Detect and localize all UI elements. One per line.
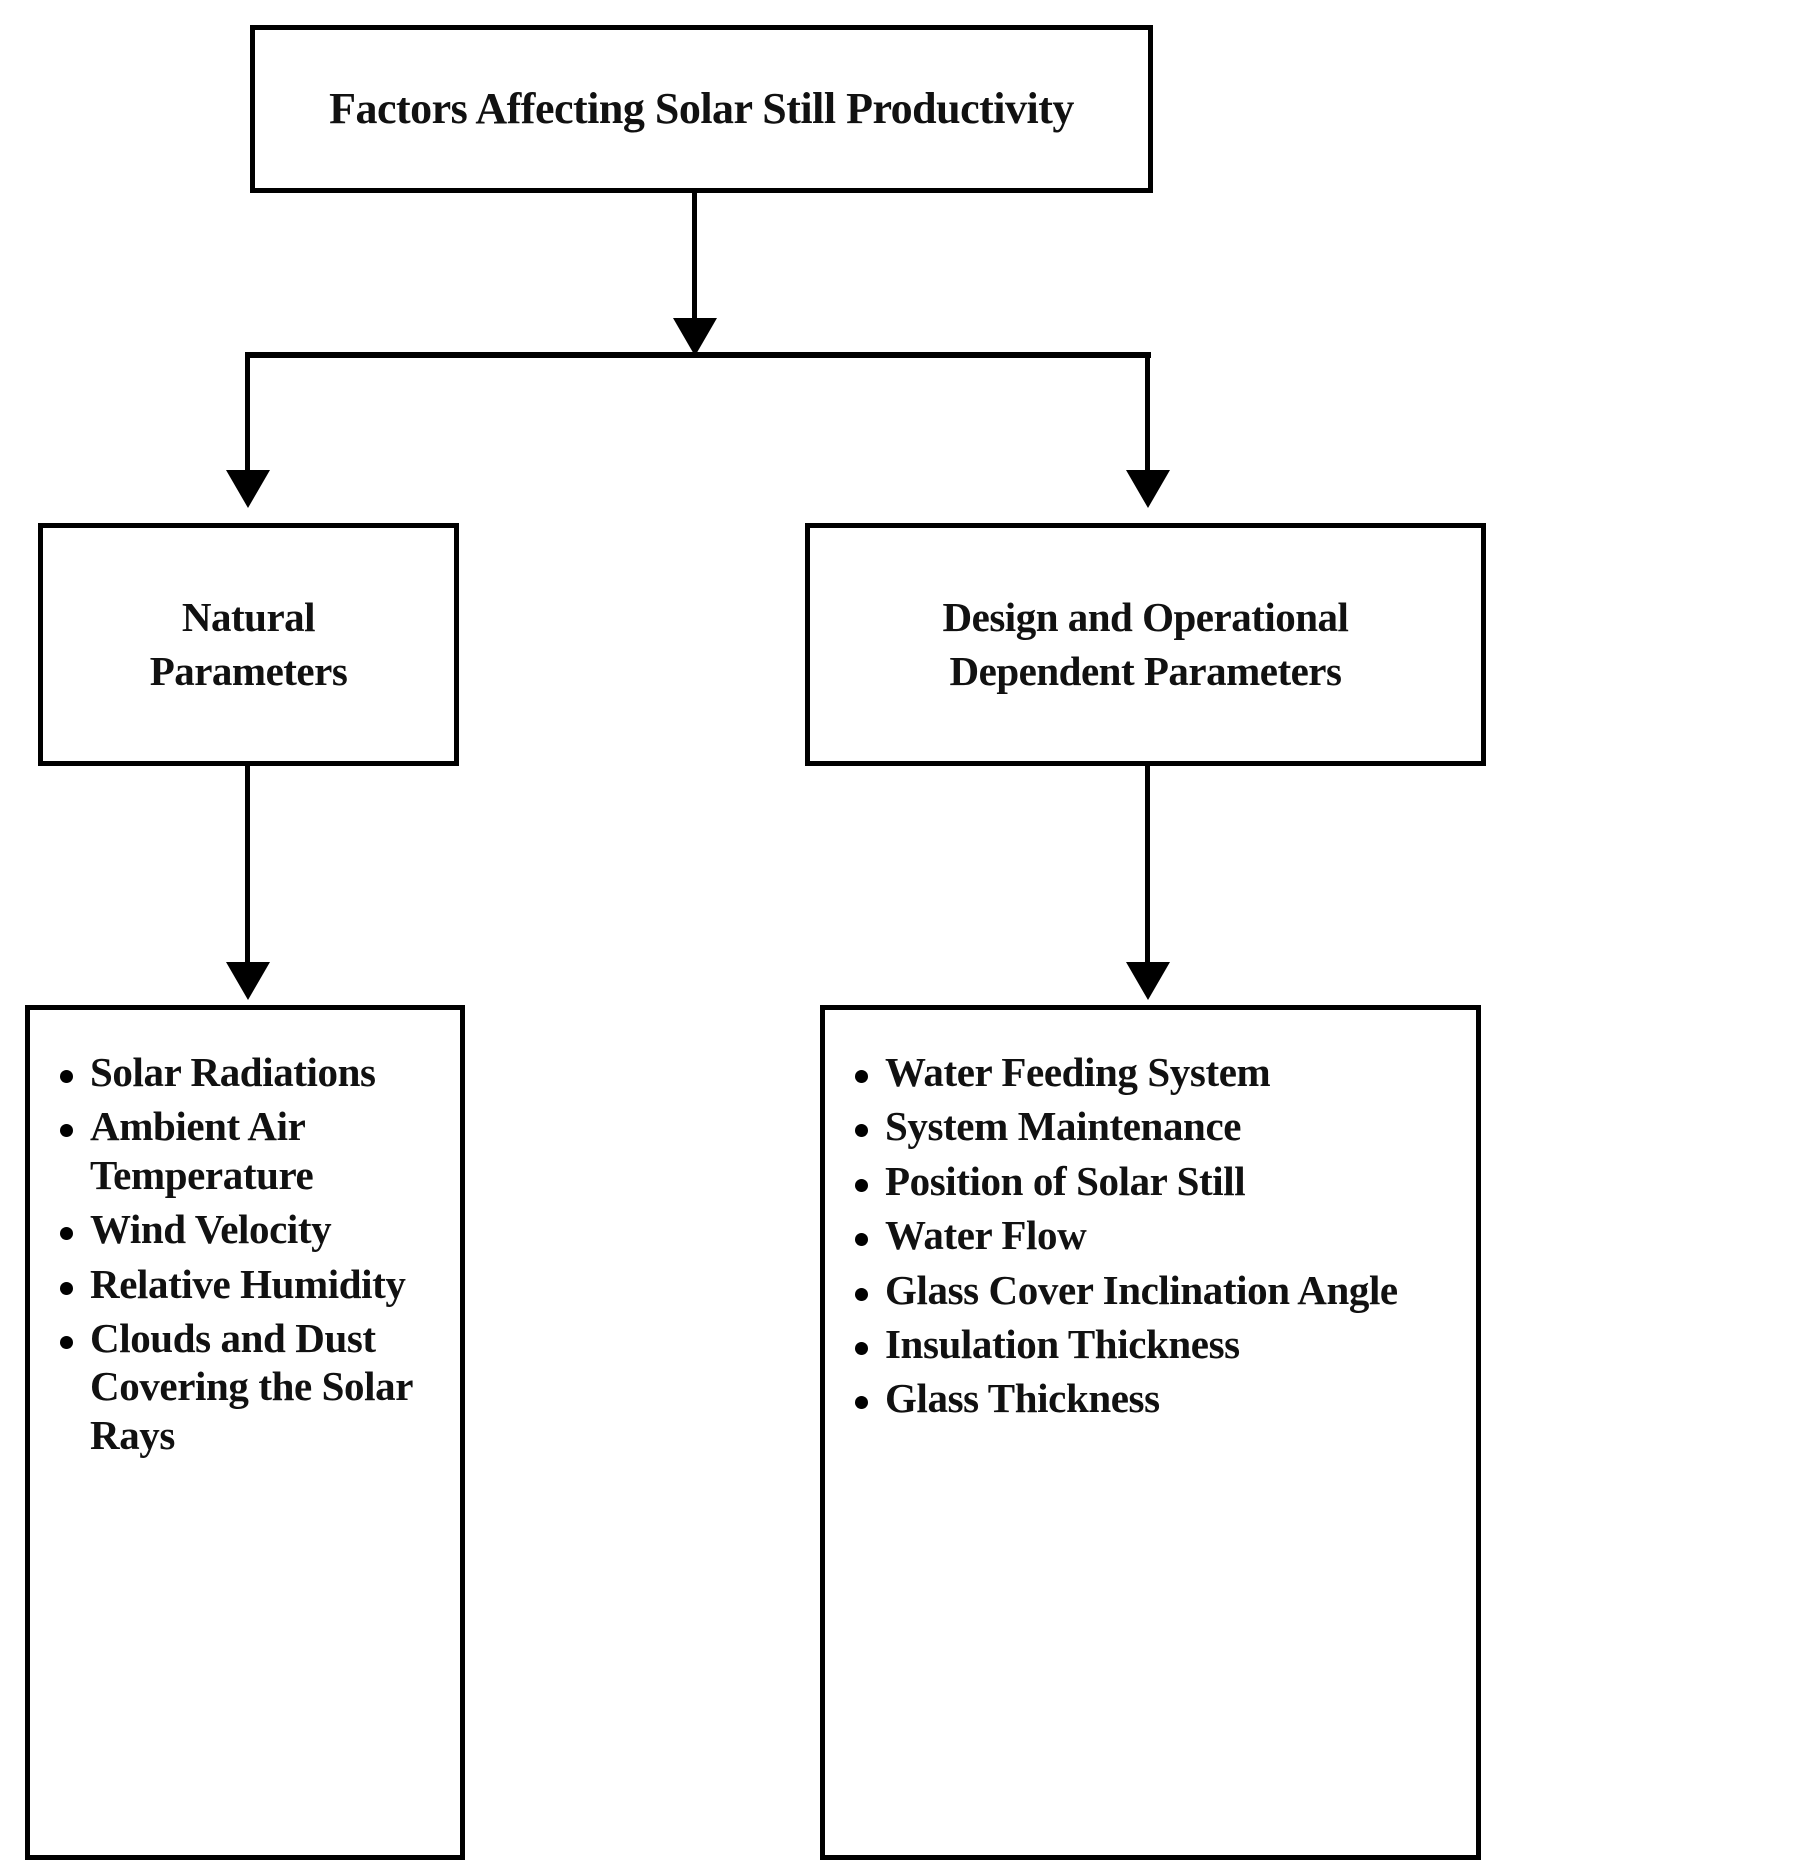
- list-item: Ambient Air Temperature: [48, 1102, 446, 1199]
- list-item: Water Flow: [843, 1211, 1462, 1259]
- connector-design-to-list-stem: [1145, 766, 1150, 966]
- connector-bus-to-natural-stem: [245, 355, 250, 475]
- list-item: Glass Thickness: [843, 1374, 1462, 1422]
- node-natural-parameters-label: Natural Parameters: [150, 591, 348, 698]
- arrowhead-bus-to-design-icon: [1126, 470, 1170, 508]
- list-item: Glass Cover Inclination Angle: [843, 1266, 1462, 1314]
- arrowhead-design-to-list-icon: [1126, 962, 1170, 1000]
- list-item: Water Feeding System: [843, 1048, 1462, 1096]
- arrowhead-natural-to-list-icon: [226, 962, 270, 1000]
- node-natural-parameters: Natural Parameters: [38, 523, 459, 766]
- natural-parameters-bullet-list: Solar Radiations Ambient Air Temperature…: [48, 1048, 446, 1459]
- node-design-operational-parameters-label: Design and Operational Dependent Paramet…: [943, 591, 1349, 698]
- node-design-operational-parameters: Design and Operational Dependent Paramet…: [805, 523, 1486, 766]
- node-root: Factors Affecting Solar Still Productivi…: [250, 25, 1153, 193]
- node-natural-parameters-line2: Parameters: [149, 647, 348, 694]
- node-design-operational-parameters-line1: Design and Operational: [942, 594, 1349, 641]
- arrowhead-bus-to-natural-icon: [226, 470, 270, 508]
- list-item: Insulation Thickness: [843, 1320, 1462, 1368]
- list-item: Position of Solar Still: [843, 1157, 1462, 1205]
- list-item: System Maintenance: [843, 1102, 1462, 1150]
- connector-horizontal-bus: [245, 352, 1151, 358]
- node-natural-parameters-list: Solar Radiations Ambient Air Temperature…: [25, 1005, 465, 1860]
- node-root-label: Factors Affecting Solar Still Productivi…: [329, 84, 1074, 134]
- design-parameters-bullet-list: Water Feeding System System Maintenance …: [843, 1048, 1462, 1423]
- list-item: Solar Radiations: [48, 1048, 446, 1096]
- node-design-operational-parameters-list: Water Feeding System System Maintenance …: [820, 1005, 1481, 1860]
- list-item: Wind Velocity: [48, 1205, 446, 1253]
- node-design-operational-parameters-line2: Dependent Parameters: [949, 647, 1342, 694]
- connector-bus-to-design-stem: [1145, 355, 1150, 475]
- connector-root-stem: [692, 193, 697, 325]
- connector-natural-to-list-stem: [245, 766, 250, 966]
- list-item: Clouds and Dust Covering the Solar Rays: [48, 1314, 446, 1459]
- list-item: Relative Humidity: [48, 1260, 446, 1308]
- arrowhead-root-to-bus-icon: [673, 318, 717, 356]
- node-natural-parameters-line1: Natural: [181, 594, 316, 641]
